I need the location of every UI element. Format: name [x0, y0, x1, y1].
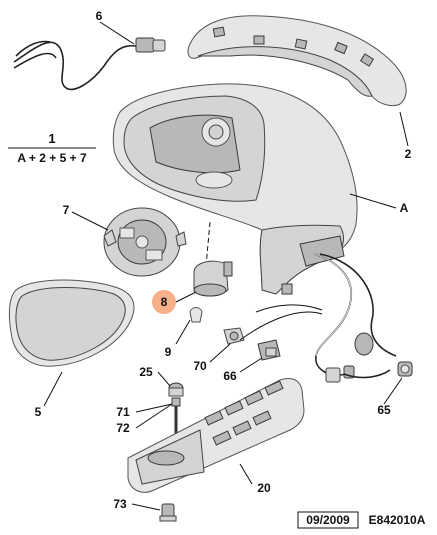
housing-link-line: [239, 311, 323, 341]
footer-date: 09/2009: [306, 513, 350, 527]
label-72: 72: [116, 421, 130, 435]
label-70: 70: [193, 359, 207, 373]
label-65: 65: [377, 403, 391, 417]
label-7: 7: [63, 203, 70, 217]
part-8-pivot-unit: [193, 221, 233, 297]
part-A-mirror-housing: [112, 83, 358, 295]
label-2: 2: [405, 147, 412, 161]
label-73: 73: [113, 497, 127, 511]
label-5: 5: [35, 405, 42, 419]
label-66: 66: [223, 369, 237, 383]
part-9-bulb: [189, 307, 203, 323]
label-71: 71: [116, 405, 130, 419]
part-5-mirror-glass: [8, 279, 135, 367]
label-6: 6: [96, 9, 103, 23]
footer-date-box: [297, 511, 359, 529]
label-25: 25: [139, 365, 153, 379]
clip-curve-line: [255, 304, 323, 313]
part-73-clip: [159, 503, 177, 522]
footer-code: E842010A: [369, 513, 426, 527]
part-66-connector: [257, 339, 281, 361]
housing-wiring: [313, 253, 397, 383]
part-65-clip: [397, 361, 413, 377]
label-1: 1: [48, 131, 55, 146]
label-20: 20: [257, 481, 271, 495]
leader-lines: [43, 21, 409, 511]
part-7-actuator-motor: [103, 207, 187, 277]
label-9: 9: [165, 345, 172, 359]
label-1-formula: A + 2 + 5 + 7: [17, 151, 87, 165]
label-A: A: [400, 201, 409, 215]
label-8: 8: [161, 295, 168, 309]
part-8-highlight: [152, 290, 176, 314]
part-70-clip: [223, 327, 245, 345]
part-2-mirror-cover: [187, 15, 407, 107]
part-20-switch-panel: [127, 377, 305, 493]
part-25-cap: [168, 382, 184, 397]
part-6-wiring-harness: [13, 37, 166, 91]
